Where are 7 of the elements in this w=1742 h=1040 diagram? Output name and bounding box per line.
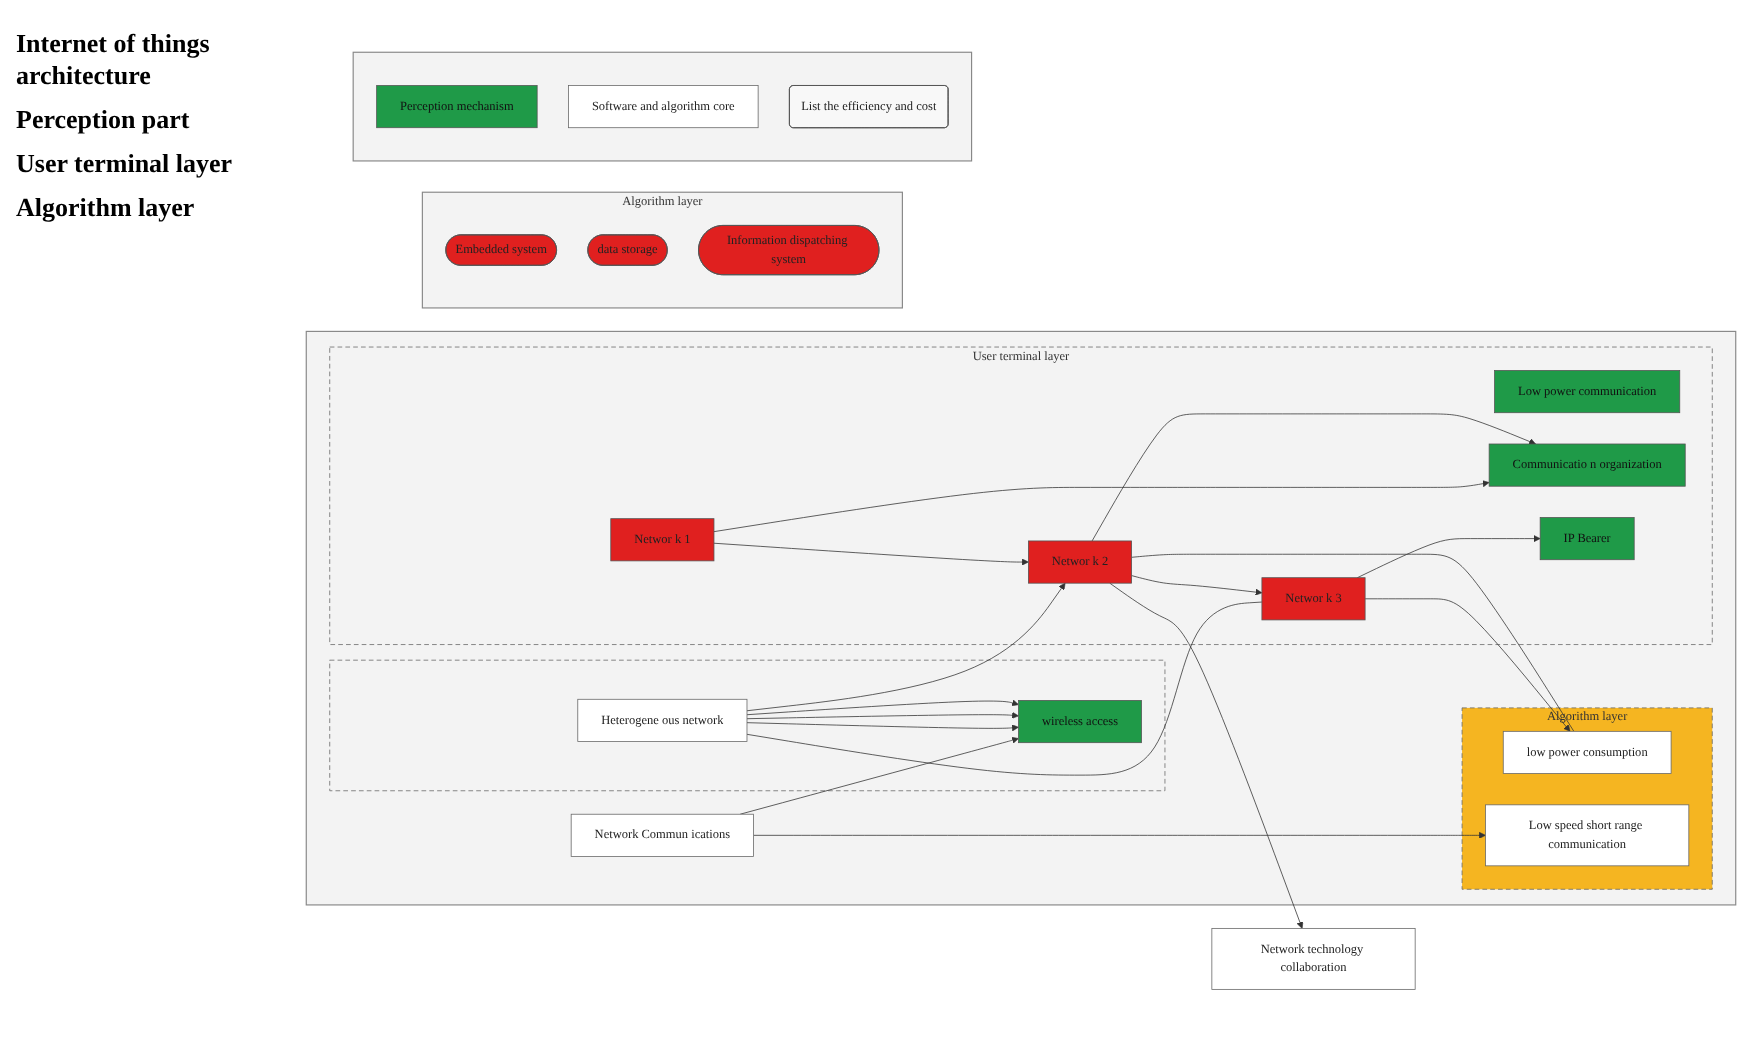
cluster: [305, 330, 1737, 905]
side-label: Internet of things architecture: [16, 28, 212, 92]
side-label: Algorithm layer: [16, 192, 197, 224]
cluster: [329, 659, 1166, 791]
side-label: Perception part: [16, 104, 192, 136]
cluster: [352, 50, 973, 161]
side-label: User terminal layer: [16, 148, 235, 180]
